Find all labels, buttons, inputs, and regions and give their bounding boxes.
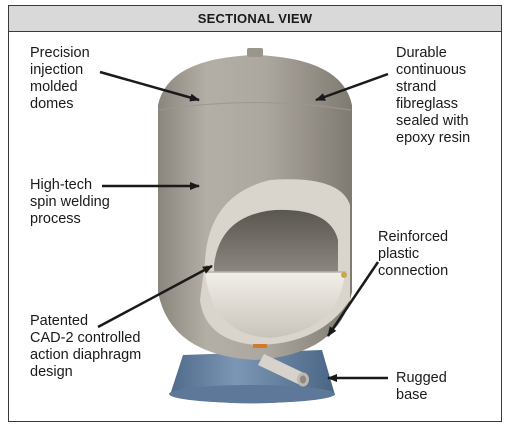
callout-fibreglass-line: sealed with	[396, 113, 469, 129]
callout-connection-line: connection	[378, 263, 449, 279]
callout-domes-line: domes	[30, 96, 74, 112]
callout-domes-line: molded	[30, 79, 78, 95]
header-title: SECTIONAL VIEW	[197, 11, 313, 26]
callout-fibreglass-line: epoxy resin	[396, 130, 471, 146]
callout-domes: Precision injection molded domes	[30, 45, 90, 113]
arrow-diaphragm	[97, 264, 213, 329]
callout-welding-line: spin welding	[30, 194, 110, 210]
callout-fibreglass: Durable continuous strand fibreglass sea…	[396, 45, 470, 147]
callout-welding-line: process	[30, 211, 81, 227]
callout-fibreglass-line: strand	[396, 79, 437, 95]
callout-base-line: Rugged	[396, 370, 447, 386]
header-bar: SECTIONAL VIEW	[9, 6, 501, 32]
tank-base	[169, 350, 335, 404]
callout-diaphragm: Patented CAD-2 controlled action diaphra…	[30, 313, 141, 381]
callout-connection-line: Reinforced	[378, 229, 449, 245]
cutaway-section	[200, 179, 350, 345]
callout-diaphragm-line: CAD-2 controlled	[30, 330, 141, 346]
top-fitting	[247, 48, 263, 57]
callout-diaphragm-line: Patented	[30, 313, 89, 329]
dome-seam	[158, 102, 352, 111]
callout-diaphragm-line: design	[30, 364, 73, 380]
callout-connection: Reinforced plastic connection	[378, 229, 448, 280]
arrow-domes	[99, 70, 200, 102]
callout-fibreglass-line: fibreglass	[396, 96, 459, 112]
callout-domes-line: Precision	[30, 45, 90, 61]
callout-base-line: base	[396, 387, 428, 403]
callout-domes-line: injection	[30, 62, 84, 78]
callout-base: Rugged base	[396, 370, 447, 404]
callout-arrows	[97, 70, 389, 382]
callout-connection-line: plastic	[378, 246, 420, 262]
callout-diaphragm-line: action diaphragm	[30, 347, 142, 363]
callout-fibreglass-line: continuous	[396, 62, 467, 78]
arrow-fibreglass	[315, 72, 389, 102]
callout-welding: High-tech spin welding process	[30, 177, 110, 228]
plastic-connection	[253, 344, 309, 387]
arrow-connection	[326, 261, 380, 337]
callout-fibreglass-line: Durable	[396, 45, 447, 61]
callout-welding-line: High-tech	[30, 177, 93, 193]
